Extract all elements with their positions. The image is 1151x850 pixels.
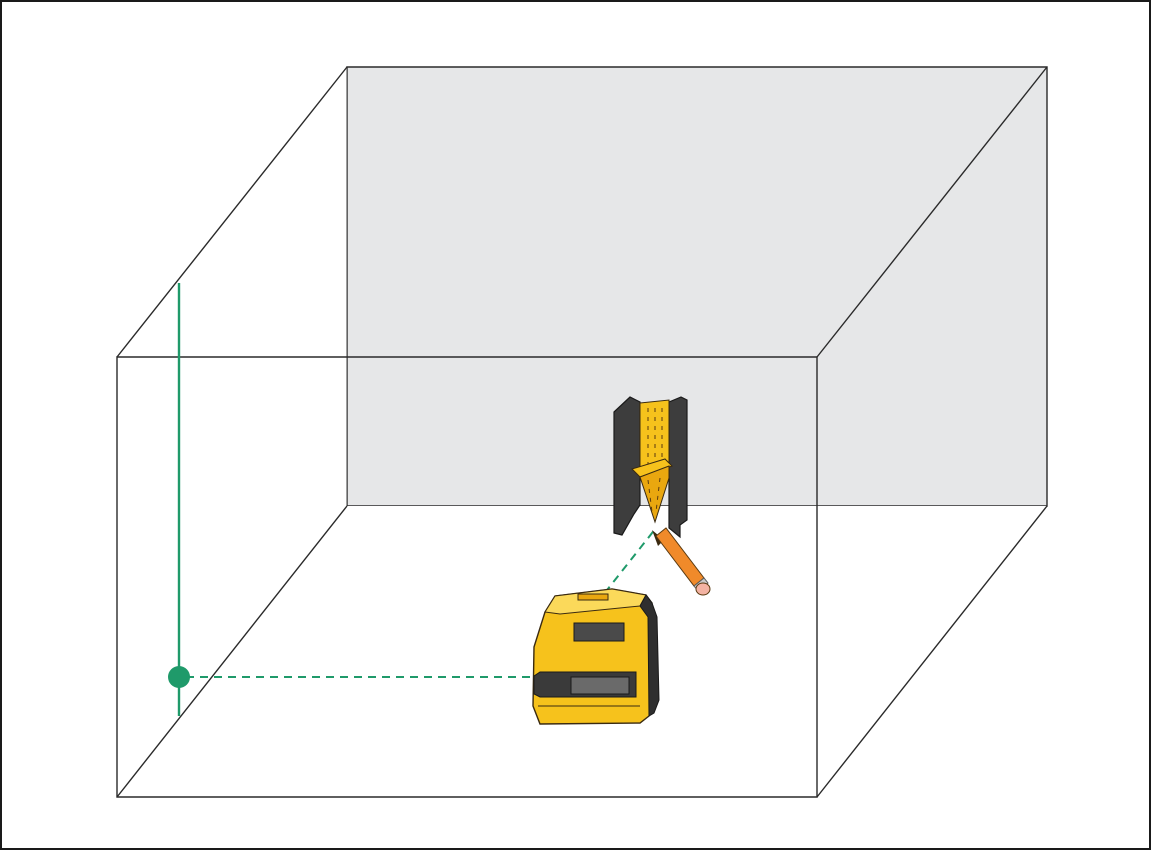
back-wall bbox=[346, 66, 1048, 507]
edge-bottom-left bbox=[116, 505, 348, 798]
laser-level-icon bbox=[532, 588, 660, 725]
left-wall bbox=[117, 67, 347, 797]
edge-top-right bbox=[816, 66, 1048, 358]
edge-bottom-right bbox=[816, 505, 1048, 798]
edge-top-left bbox=[116, 66, 348, 358]
wall-bracket-icon bbox=[613, 396, 688, 539]
pencil-icon bbox=[652, 527, 711, 596]
laser-dot-icon bbox=[168, 666, 190, 688]
